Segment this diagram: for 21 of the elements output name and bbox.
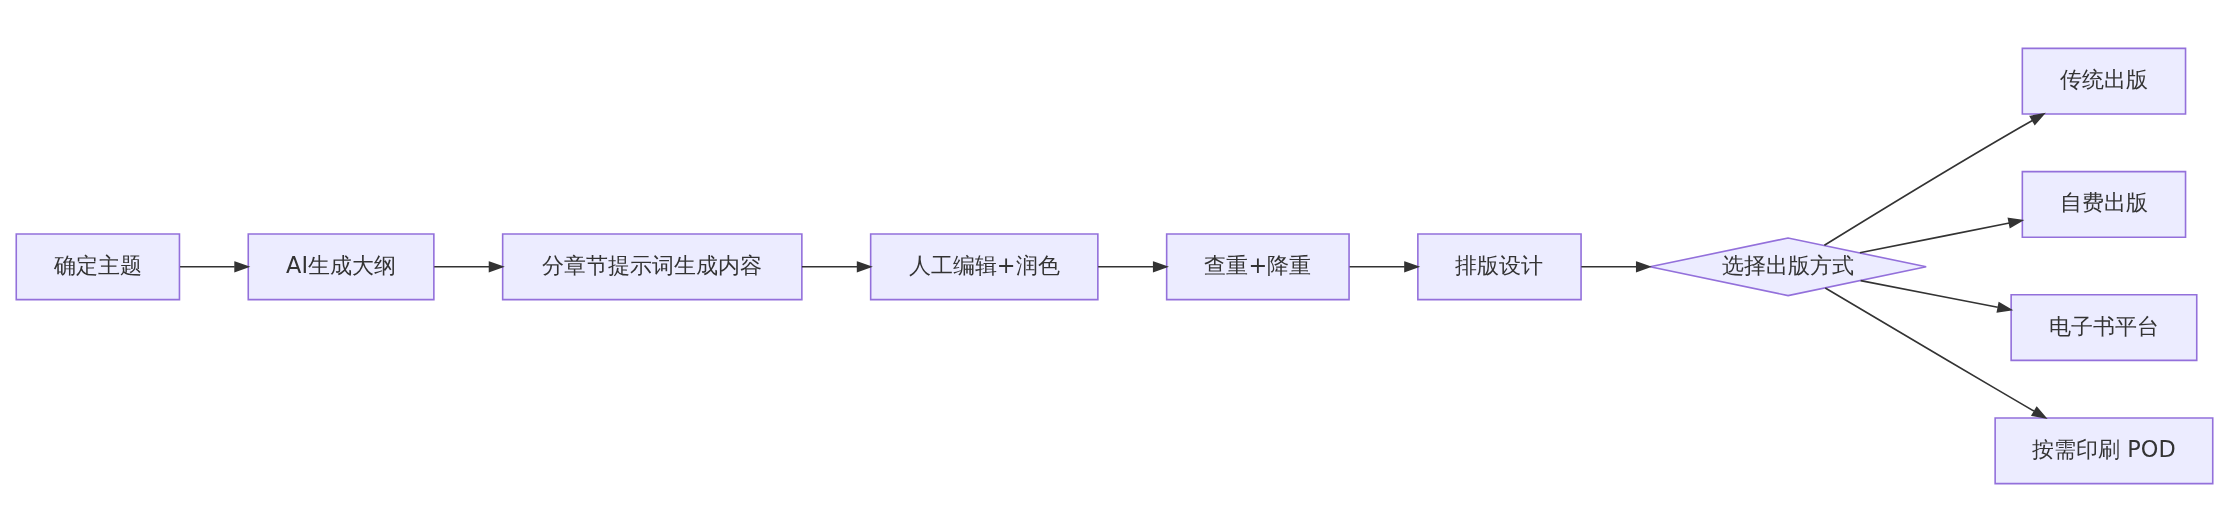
node-box: 确定主题 — [15, 232, 181, 300]
node-diamond: 选择出版方式 — [1649, 236, 1927, 296]
node-box: 传统出版 — [2021, 47, 2187, 115]
arrow — [1348, 260, 1421, 272]
node-box: AI生成大纲 — [247, 232, 435, 300]
arrow — [1823, 112, 2046, 246]
node-box: 按需印刷 POD — [1994, 416, 2214, 484]
arrow — [1859, 217, 2025, 254]
arrow — [1097, 260, 1169, 272]
node-box: 排版设计 — [1417, 232, 1582, 300]
node-box: 自费出版 — [2021, 170, 2187, 238]
node-box: 电子书平台 — [2010, 293, 2198, 361]
node-box: 分章节提示词生成内容 — [501, 232, 803, 300]
node-box: 人工编辑+润色 — [869, 232, 1099, 300]
arrow — [1580, 260, 1652, 272]
node-box: 查重+降重 — [1165, 232, 1350, 300]
arrow — [1859, 279, 2014, 313]
arrow — [433, 260, 505, 272]
arrow — [801, 260, 873, 272]
arrow — [179, 260, 251, 272]
arrow — [1824, 286, 2048, 419]
